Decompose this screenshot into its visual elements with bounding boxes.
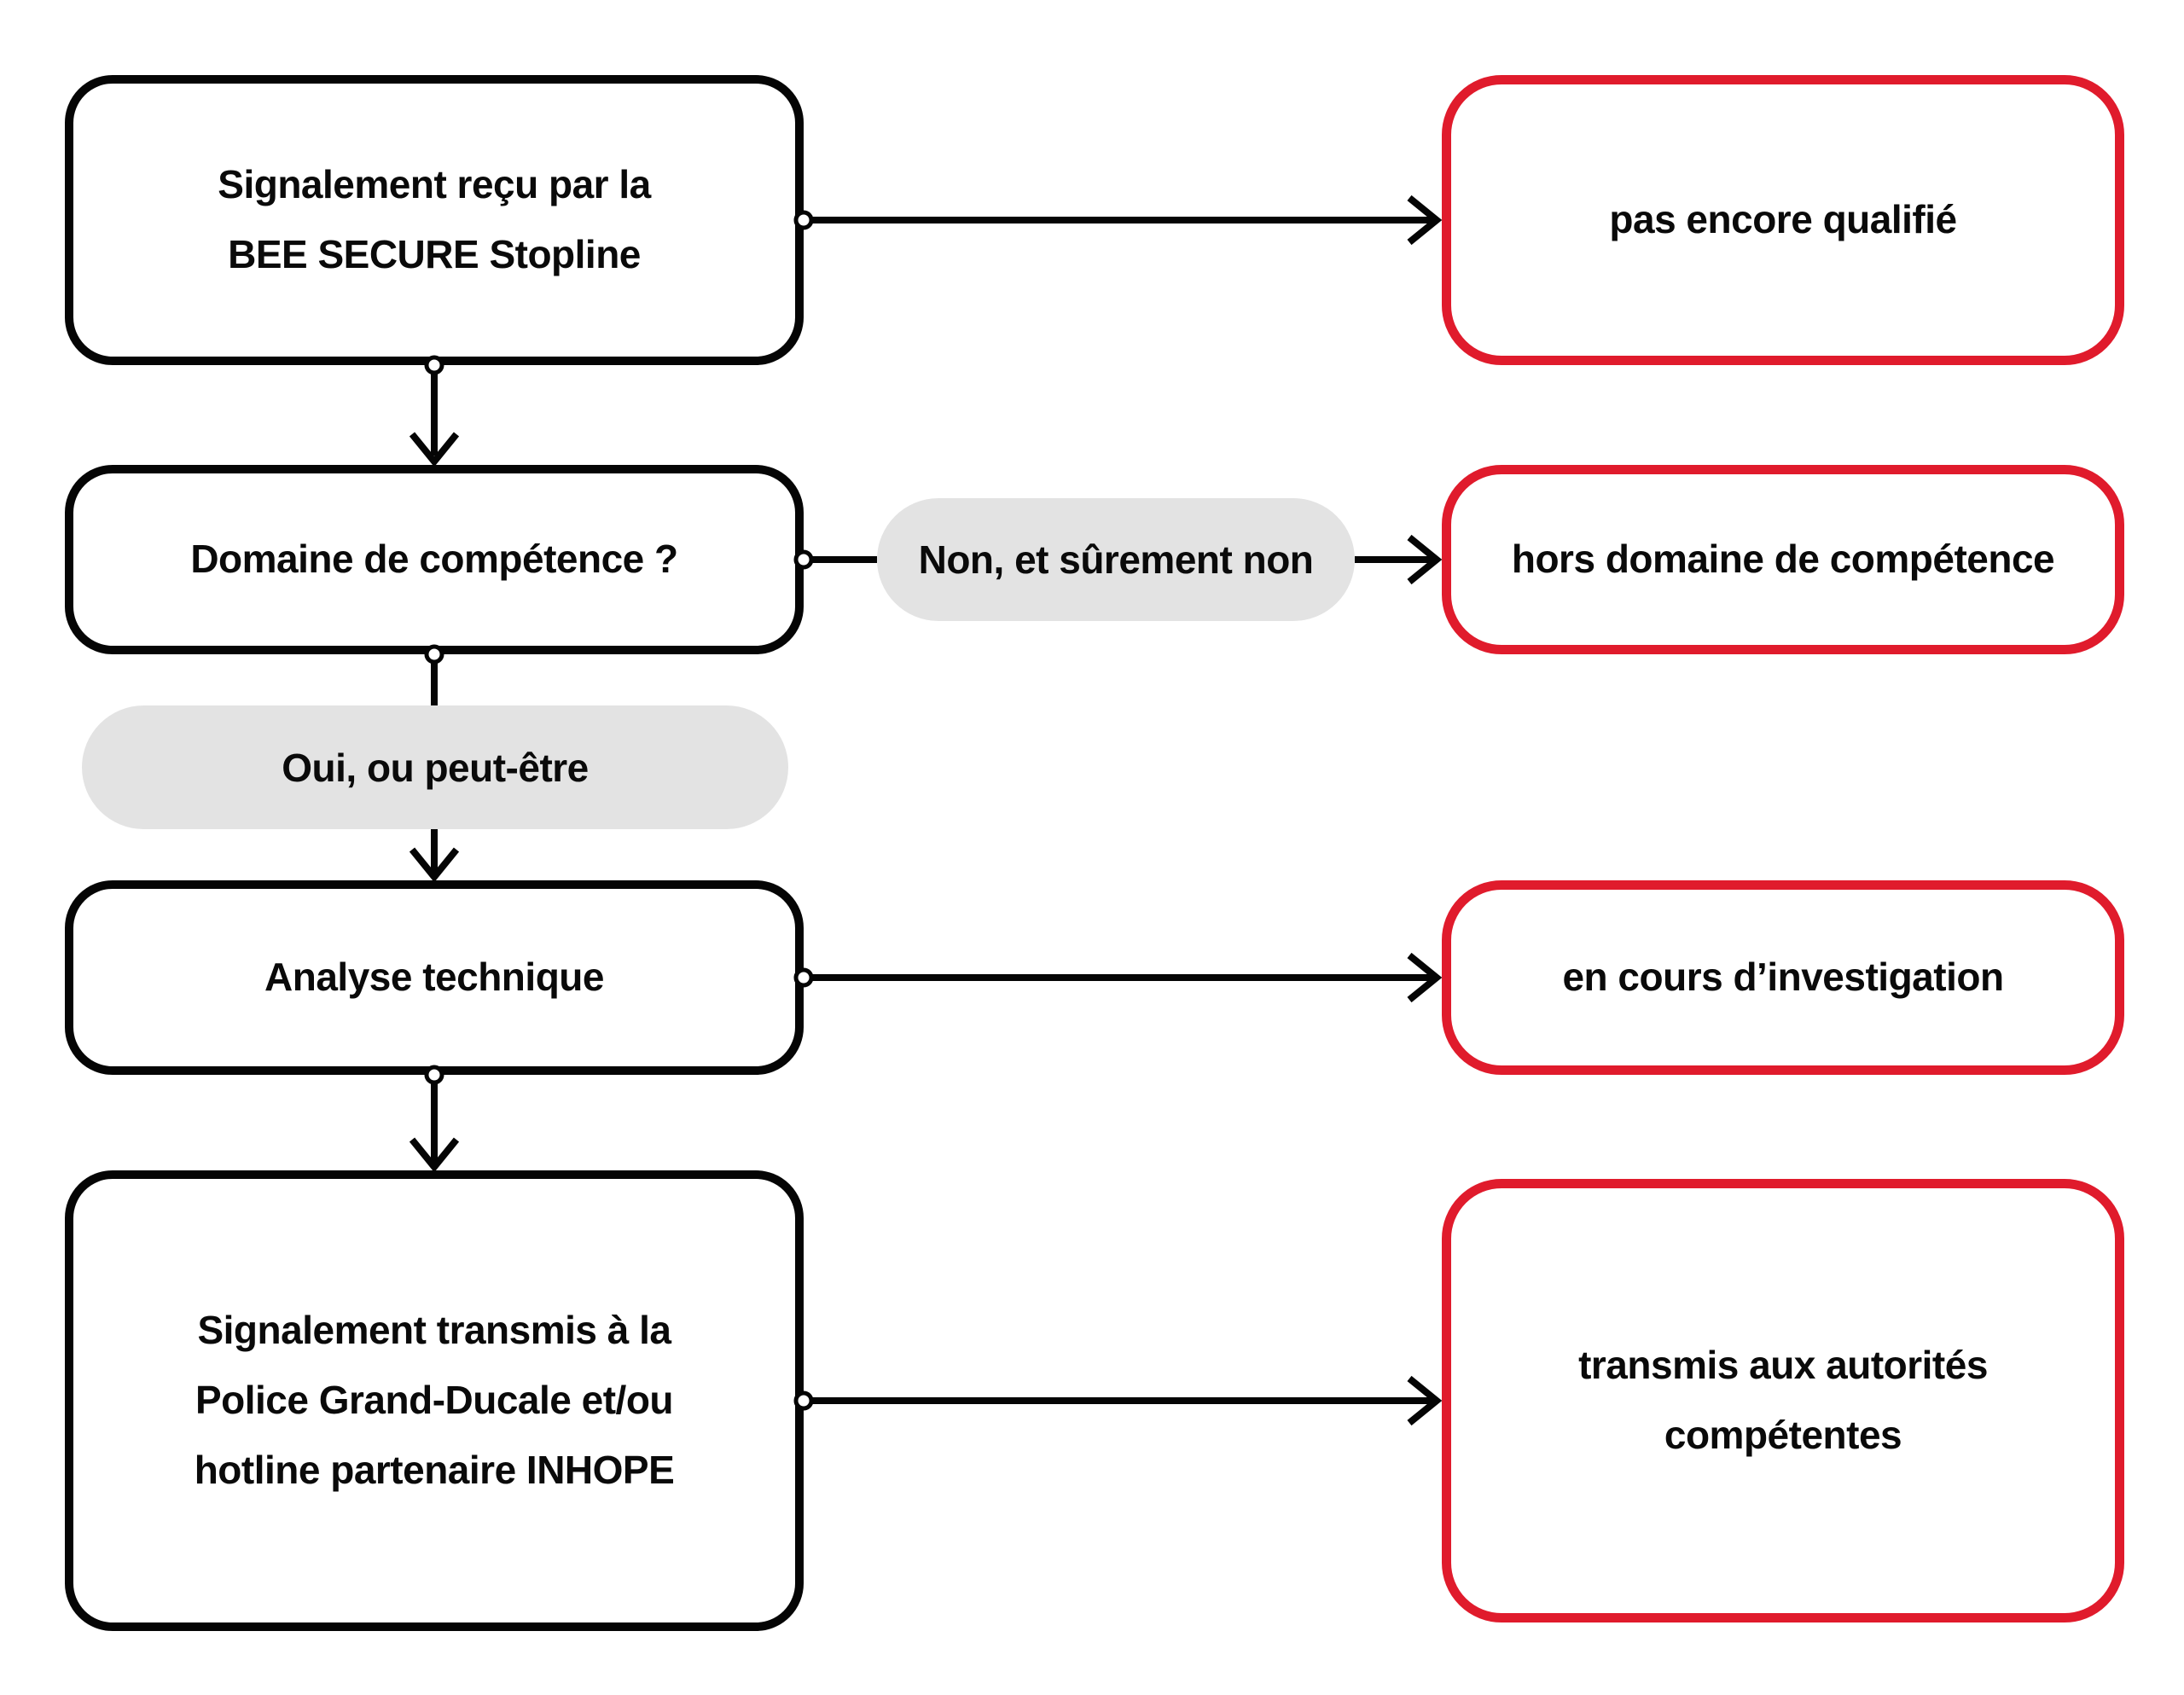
status-text-line: hors domaine de compétence xyxy=(1511,537,2055,582)
arrow-transmitted-to-forwarded xyxy=(804,1375,1443,1426)
arrow-yes-label-to-analysis xyxy=(409,828,460,883)
arrow-analysis-to-transmitted xyxy=(409,1075,460,1173)
arrowhead-right-icon xyxy=(1407,534,1443,585)
node-domaine-competence: Domaine de compétence ? xyxy=(65,465,804,654)
arrowhead-down-icon xyxy=(409,847,460,883)
status-text-line: en cours d’investigation xyxy=(1562,955,2004,1000)
arrowhead-right-icon xyxy=(1407,194,1443,246)
arrowhead-right-icon xyxy=(1407,1375,1443,1426)
arrowhead-down-icon xyxy=(409,432,460,467)
node-text-line: Domaine de compétence ? xyxy=(190,537,678,582)
arrow-received-to-not-qualified xyxy=(804,194,1443,246)
status-text-line: compétentes xyxy=(1664,1413,1902,1457)
status-text-line: pas encore qualifié xyxy=(1609,197,1957,242)
arrowhead-right-icon xyxy=(1407,952,1443,1003)
edge-label-text: Non, et sûrement non xyxy=(918,537,1314,582)
node-text-line: Signalement reçu par la xyxy=(218,162,651,207)
node-signalement-recu: Signalement reçu par la BEE SECURE Stopl… xyxy=(65,75,804,365)
node-signalement-transmis: Signalement transmis à la Police Grand-D… xyxy=(65,1170,804,1631)
status-pas-encore-qualifie: pas encore qualifié xyxy=(1442,75,2124,365)
node-analyse-technique: Analyse technique xyxy=(65,880,804,1075)
edge-label-text: Oui, ou peut-être xyxy=(282,745,589,790)
node-text-line: Police Grand-Ducale et/ou xyxy=(195,1378,674,1423)
status-transmis-autorites: transmis aux autorités compétentes xyxy=(1442,1179,2124,1622)
node-text-line: Signalement transmis à la xyxy=(197,1308,671,1353)
arrow-received-to-competence xyxy=(409,365,460,467)
edge-label-non: Non, et sûrement non xyxy=(877,498,1355,621)
status-en-cours-investigation: en cours d’investigation xyxy=(1442,880,2124,1075)
status-hors-domaine: hors domaine de compétence xyxy=(1442,465,2124,654)
arrowhead-down-icon xyxy=(409,1137,460,1173)
status-text-line: transmis aux autorités xyxy=(1578,1343,1988,1388)
arrow-no-label-to-out-of-scope xyxy=(1355,534,1443,585)
node-text-line: BEE SECURE Stopline xyxy=(228,232,641,276)
arrow-analysis-to-investigating xyxy=(804,952,1443,1003)
node-text-line: Analyse technique xyxy=(264,955,604,1000)
node-text-line: hotline partenaire INHOPE xyxy=(194,1447,675,1492)
edge-label-oui: Oui, ou peut-être xyxy=(82,705,788,829)
